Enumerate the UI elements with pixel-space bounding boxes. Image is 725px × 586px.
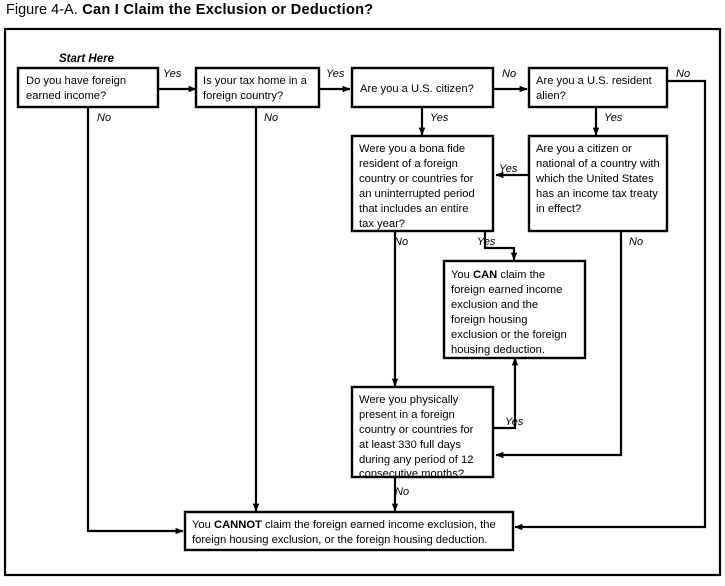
edge-label-q3-no: No xyxy=(502,68,516,80)
node-q7-line-2: country or countries for xyxy=(359,424,474,436)
node-q7-line-4: during any period of 12 xyxy=(359,454,473,466)
node-q5-line-1: resident of a foreign xyxy=(359,158,458,170)
node-tax-home-foreign-country[interactable]: Is your tax home in a foreign country? xyxy=(194,66,321,109)
edge-label-q3-yes: Yes xyxy=(430,112,449,124)
node-can-line-0-c: claim the xyxy=(497,269,545,281)
node-can-line-1: foreign earned income xyxy=(451,284,562,296)
edge-label-q5-no: No xyxy=(394,236,408,248)
node-can-line-2: exclusion and the xyxy=(451,299,538,311)
connector-layer xyxy=(86,79,707,535)
node-us-citizen[interactable]: Are you a U.S. citizen? xyxy=(350,66,495,109)
edge-label-q4-no: No xyxy=(676,68,690,80)
edge-q1-no-to-cannot xyxy=(86,107,184,535)
edge-q7-yes-to-can xyxy=(493,357,519,430)
node-q7-line-1: present in a foreign xyxy=(359,409,455,421)
edge-label-q1-no: No xyxy=(97,112,111,124)
node-tax-treaty-country[interactable]: Are you a citizen or national of a count… xyxy=(527,134,669,233)
figure-title: Figure 4-A. Can I Claim the Exclusion or… xyxy=(6,1,373,19)
figure-border xyxy=(3,27,722,577)
node-q5-line-2: country or countries for xyxy=(359,173,474,185)
node-can-line-0: You CAN claim the xyxy=(451,269,545,281)
node-q1-line-1: earned income? xyxy=(26,90,106,102)
edge-q4-no-to-cannot xyxy=(514,79,707,531)
node-q5-line-0: Were you a bona fide xyxy=(359,143,465,155)
node-q4-line-0: Are you a U.S. resident xyxy=(536,75,653,87)
node-physical-presence-330-days[interactable]: Were you physically present in a foreign… xyxy=(350,385,495,480)
node-q2-line-0: Is your tax home in a xyxy=(203,75,308,87)
edge-label-q6-no: No xyxy=(629,236,643,248)
node-us-resident-alien[interactable]: Are you a U.S. resident alien? xyxy=(527,66,669,109)
edge-label-q7-yes: Yes xyxy=(505,416,524,428)
node-q7-line-3: at least 330 full days xyxy=(359,439,461,451)
node-q7-line-5: consecutive months? xyxy=(359,468,464,480)
edge-label-q7-no: No xyxy=(395,486,409,498)
node-bona-fide-resident[interactable]: Were you a bona fide resident of a forei… xyxy=(350,134,495,233)
node-q7-line-0: Were you physically xyxy=(359,394,459,406)
node-cannot-emphasis: CANNOT xyxy=(214,519,262,531)
edge-label-q5-yes: Yes xyxy=(477,236,496,248)
node-q5-line-4: that includes an entire xyxy=(359,203,468,215)
node-can-line-0-a: You xyxy=(451,269,473,281)
edge-q5-yes-to-can xyxy=(483,231,518,261)
edge-label-q4-yes: Yes xyxy=(604,112,623,124)
edge-label-q1-yes: Yes xyxy=(163,68,182,80)
edge-label-q2-no: No xyxy=(264,112,278,124)
node-q6-line-1: national of a country with xyxy=(536,158,660,170)
edge-label-q2-yes: Yes xyxy=(326,68,345,80)
node-q6-line-2: which the United States xyxy=(535,173,654,185)
figure-title-prefix: Figure 4-A. xyxy=(6,2,78,18)
node-cannot-line-0-a: You xyxy=(192,519,214,531)
start-here-label: Start Here xyxy=(59,53,115,65)
node-can-line-5: housing deduction. xyxy=(451,344,545,356)
node-foreign-earned-income[interactable]: Do you have foreign earned income? xyxy=(16,66,160,109)
node-layer: Start Here Do you have foreign earned in… xyxy=(16,53,669,552)
node-q6-line-3: has an income tax treaty xyxy=(536,188,658,200)
edge-label-layer: Yes No Yes No No Yes No Yes Yes No Yes N… xyxy=(97,68,690,498)
figure-title-main: Can I Claim the Exclusion or Deduction? xyxy=(82,2,374,18)
node-q3-line-0: Are you a U.S. citizen? xyxy=(360,83,474,95)
node-result-cannot-claim[interactable]: You CANNOT claim the foreign earned inco… xyxy=(183,510,515,552)
node-cannot-line-0: You CANNOT claim the foreign earned inco… xyxy=(192,519,496,531)
node-q1-line-0: Do you have foreign xyxy=(26,75,126,87)
node-q2-line-1: foreign country? xyxy=(203,90,283,102)
node-result-can-claim[interactable]: You CAN claim the foreign earned income … xyxy=(442,259,587,360)
edge-label-q6-yes: Yes xyxy=(499,163,518,175)
node-q6-line-4: in effect? xyxy=(536,203,581,215)
node-cannot-line-1: foreign housing exclusion, or the foreig… xyxy=(192,534,487,546)
node-can-emphasis: CAN xyxy=(473,269,497,281)
node-cannot-line-0-c: claim the foreign earned income exclusio… xyxy=(262,519,496,531)
node-q5-line-5: tax year? xyxy=(359,218,405,230)
node-can-line-3: foreign housing xyxy=(451,314,528,326)
node-q4-line-1: alien? xyxy=(536,90,566,102)
node-q6-line-0: Are you a citizen or xyxy=(536,143,632,155)
edge-q6-no-to-q7 xyxy=(495,231,623,459)
node-q5-line-3: an uninterrupted period xyxy=(359,188,475,200)
node-can-line-4: exclusion or the foreign xyxy=(451,329,567,341)
